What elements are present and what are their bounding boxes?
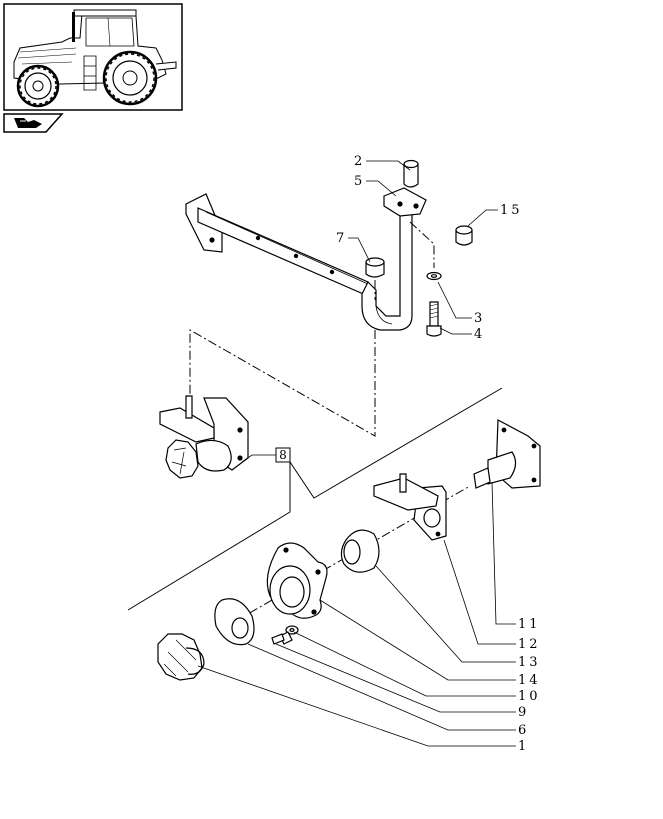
callout-7: 7 — [336, 231, 347, 246]
bolt-part — [426, 301, 442, 337]
callout-9: 9 — [518, 705, 529, 720]
callout-10: 10 — [518, 689, 541, 704]
tractor-thumbnail-icon[interactable] — [3, 3, 183, 111]
callout-5: 5 — [354, 174, 365, 189]
ball-housing-part — [266, 542, 328, 619]
washer-part — [426, 271, 442, 281]
assembly-axis-lines — [189, 221, 435, 437]
callout-1: 1 — [518, 739, 529, 754]
ball-joint-part — [340, 529, 380, 573]
exploded-view-pointer — [127, 387, 503, 611]
callout-3: 3 — [474, 311, 485, 326]
knob-part — [157, 633, 205, 681]
callout-14: 14 — [518, 673, 541, 688]
screw-part — [271, 631, 293, 645]
leader-8 — [241, 454, 276, 463]
clamp-bracket-part — [373, 473, 447, 541]
callout-11: 11 — [518, 617, 541, 632]
callout-2: 2 — [354, 154, 365, 169]
callout-15: 15 — [500, 203, 523, 218]
callout-6: 6 — [518, 723, 529, 738]
mirror-mount-assembly — [159, 395, 249, 479]
sleeve-part — [403, 159, 419, 188]
callout-4: 4 — [474, 327, 485, 342]
reference-box[interactable]: 8 — [275, 447, 291, 463]
book-arrow-icon[interactable] — [3, 113, 64, 133]
cap-part — [455, 225, 473, 246]
leader-lines — [197, 160, 516, 747]
support-bracket — [185, 187, 427, 331]
nut-part — [365, 257, 385, 278]
callout-13: 13 — [518, 655, 541, 670]
callout-12: 12 — [518, 637, 541, 652]
shaft-plate-part — [473, 419, 541, 489]
small-washer-part — [285, 625, 299, 635]
callout-8: 8 — [279, 448, 287, 462]
dome-cover-part — [214, 598, 255, 646]
